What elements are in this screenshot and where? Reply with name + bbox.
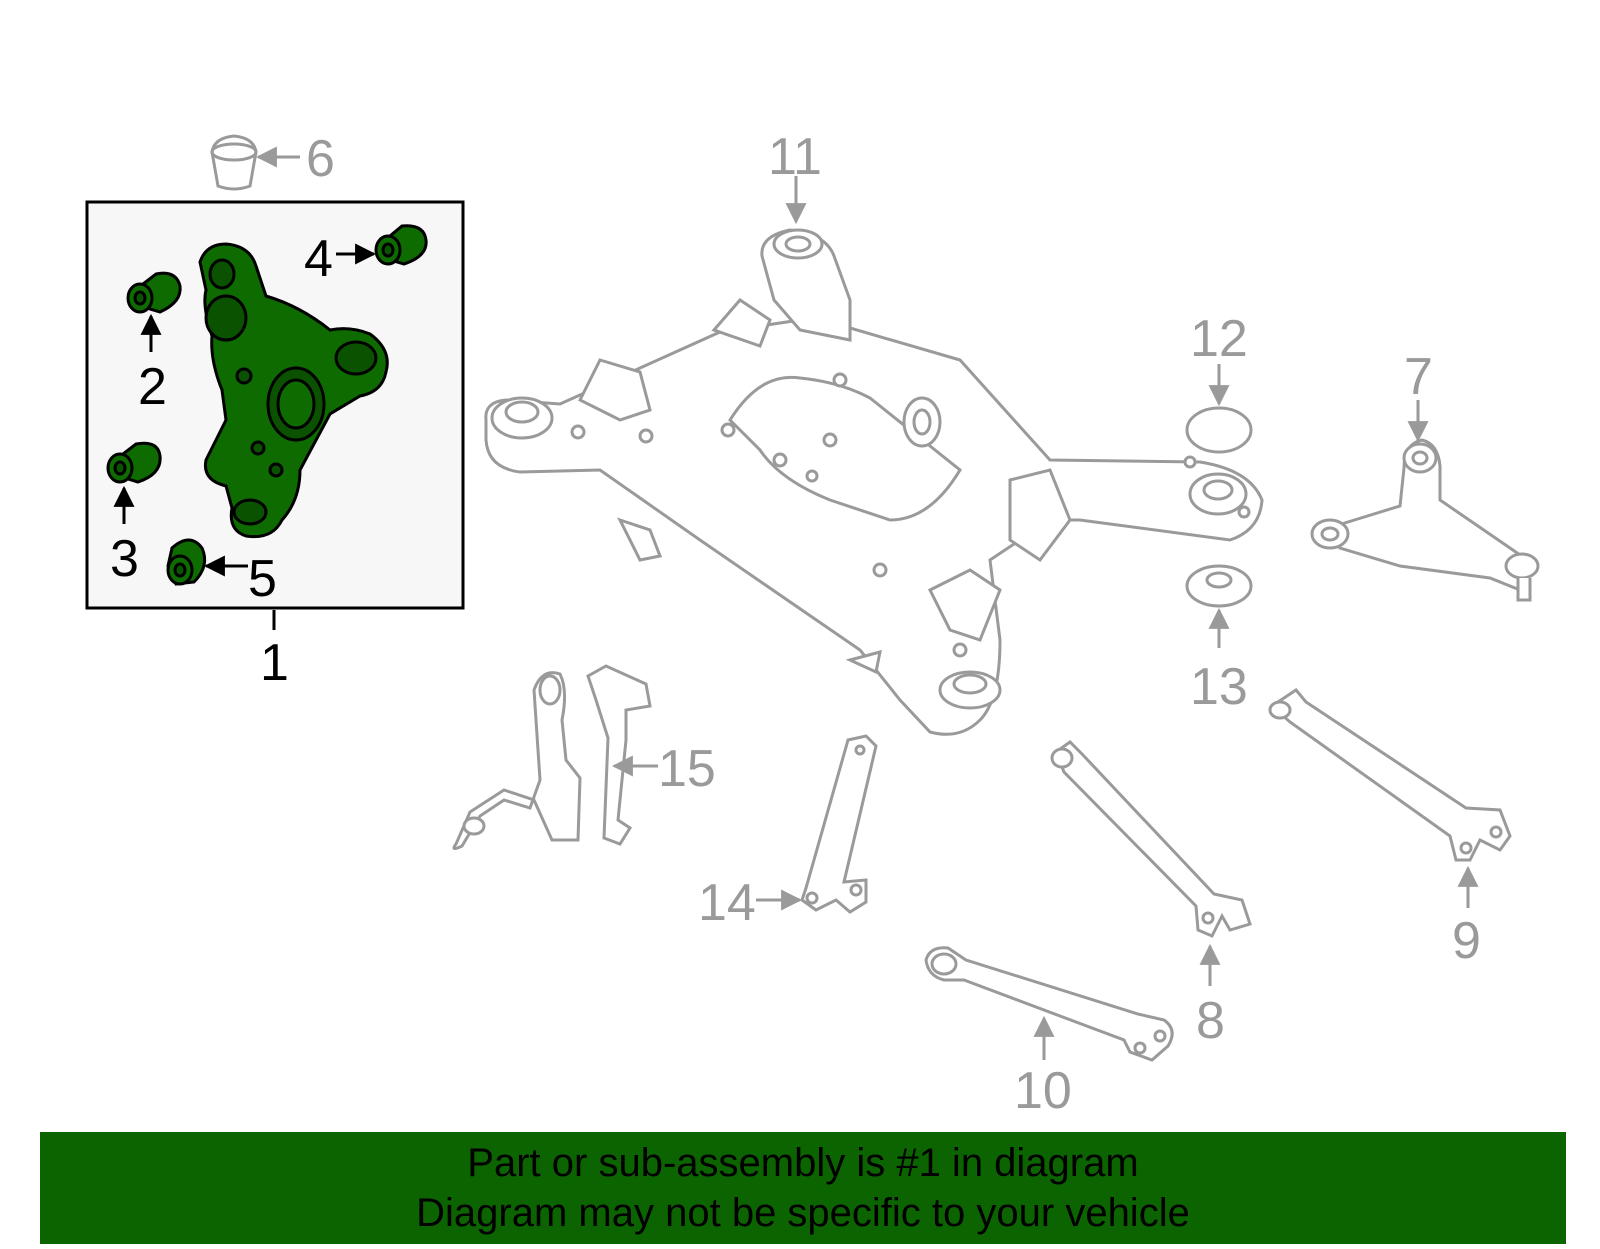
callout-11[interactable]: 11: [768, 128, 822, 186]
callout-8[interactable]: 8: [1196, 992, 1225, 1050]
callout-13[interactable]: 13: [1190, 658, 1248, 716]
part-4-bushing[interactable]: [374, 224, 428, 266]
part-11-subframe[interactable]: [484, 228, 1264, 736]
callout-12[interactable]: 12: [1190, 310, 1248, 368]
part-9-link[interactable]: [1268, 688, 1512, 862]
callout-5[interactable]: 5: [248, 550, 277, 608]
callout-9[interactable]: 9: [1452, 912, 1481, 970]
part-14-bracket[interactable]: [800, 734, 878, 914]
callout-2[interactable]: 2: [138, 358, 167, 416]
info-banner: Part or sub-assembly is #1 in diagram Di…: [40, 1132, 1566, 1244]
callout-4[interactable]: 4: [304, 230, 333, 288]
callout-7[interactable]: 7: [1404, 348, 1433, 406]
part-10-link[interactable]: [924, 946, 1174, 1062]
part-7-upper-arm[interactable]: [1310, 438, 1540, 602]
part-2-bushing[interactable]: [126, 271, 182, 314]
banner-line-2: Diagram may not be specific to your vehi…: [416, 1191, 1190, 1235]
part-6-bump-stop[interactable]: [210, 134, 258, 191]
part-1-knuckle[interactable]: [198, 242, 389, 539]
part-8-link[interactable]: [1050, 740, 1252, 938]
parts-diagram: 6 2 3 4 5 1: [85, 128, 1540, 1120]
part-3-bushing[interactable]: [106, 441, 162, 484]
callout-10[interactable]: 10: [1014, 1062, 1072, 1120]
callout-6[interactable]: 6: [306, 130, 335, 188]
callout-14[interactable]: 14: [698, 874, 756, 932]
banner-line-1: Part or sub-assembly is #1 in diagram: [467, 1141, 1139, 1185]
part-5-bushing[interactable]: [166, 538, 207, 586]
callout-15[interactable]: 15: [658, 740, 716, 798]
part-13-washer[interactable]: [1185, 564, 1253, 608]
part-12-ring[interactable]: [1185, 406, 1253, 454]
callout-1[interactable]: 1: [260, 634, 289, 692]
part-15-sensor[interactable]: [452, 664, 652, 851]
callout-3[interactable]: 3: [110, 530, 139, 588]
